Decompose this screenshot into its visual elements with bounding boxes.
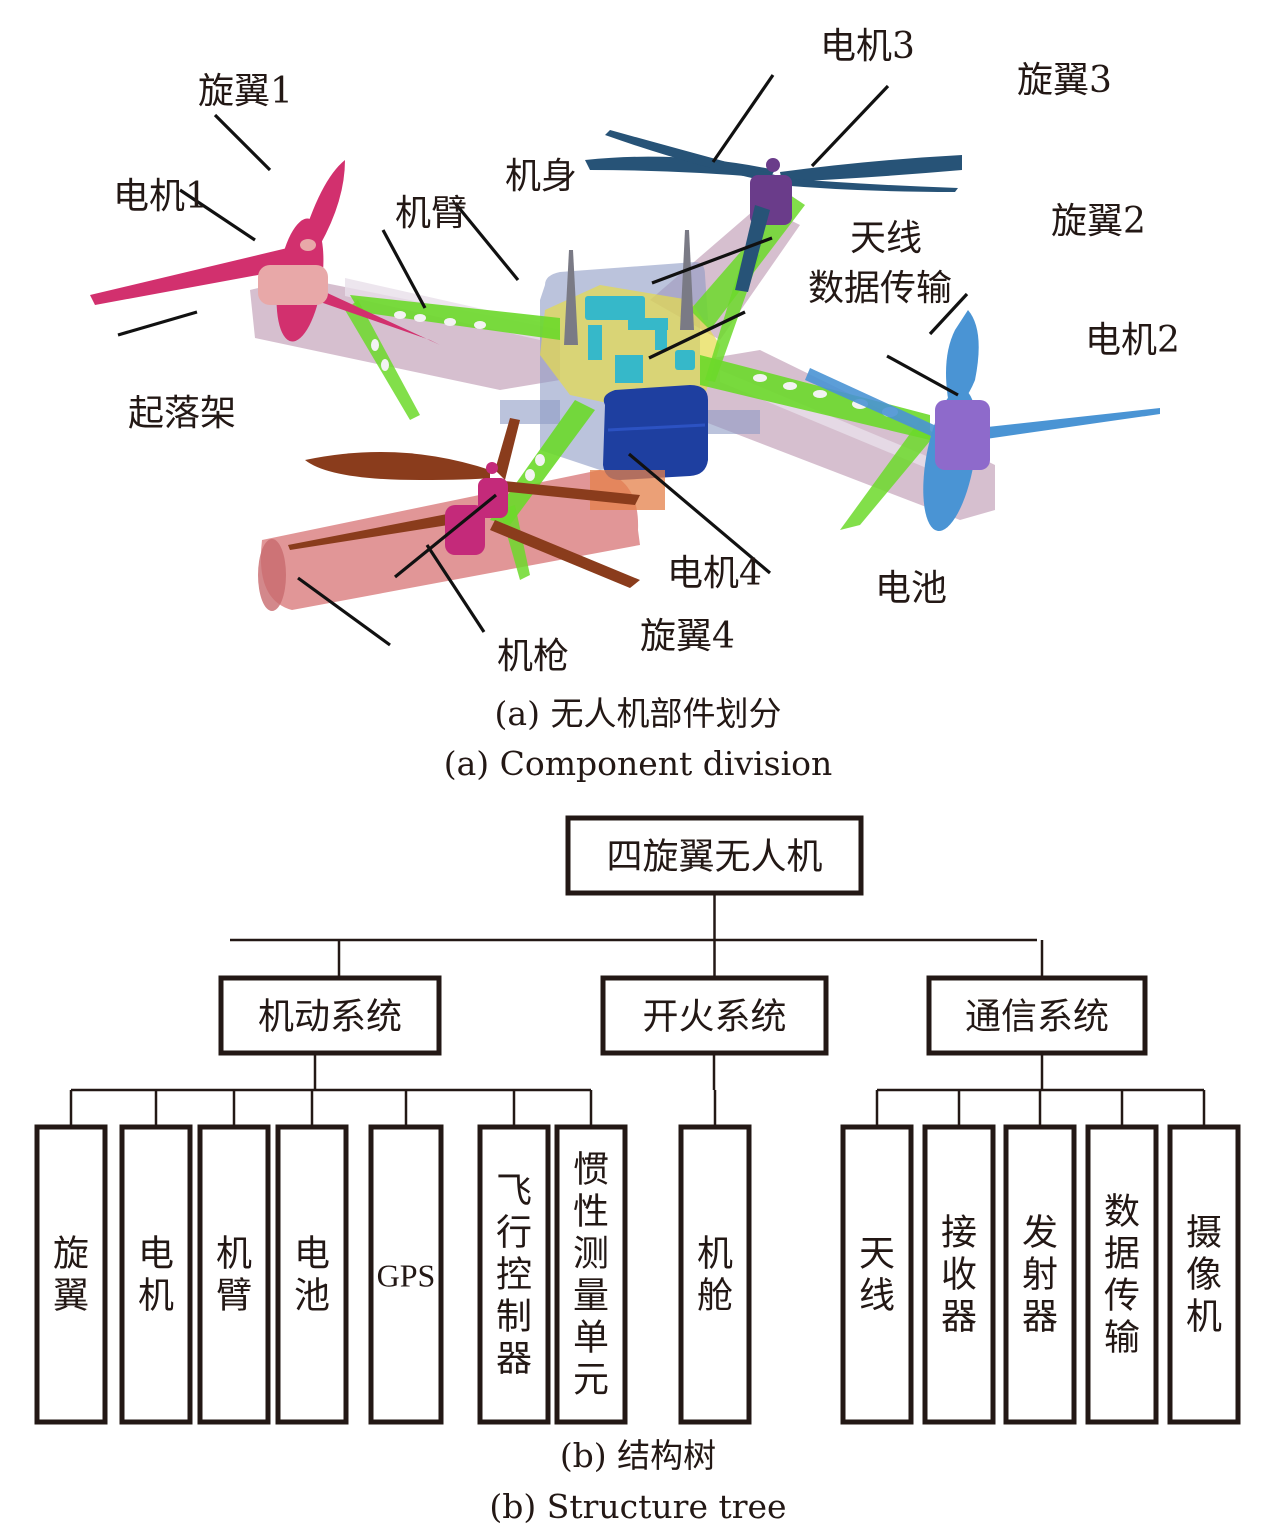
- leaf-box: [554, 1124, 628, 1425]
- tree-leaf-node: 机舱: [678, 1124, 752, 1425]
- leaf-label: 接收器: [941, 1213, 977, 1338]
- tree-leaf-node: 天线: [840, 1124, 914, 1425]
- drone-labels: 旋翼1 电机1 机臂 机身 电机3 旋翼3 天线 数据传输 旋翼2 电机2 起落…: [113, 26, 1180, 677]
- tree-root-label: 四旋翼无人机: [606, 837, 822, 878]
- rotor-1-shape: [90, 160, 440, 345]
- tree-leaf-node: 数据传输: [1085, 1124, 1159, 1425]
- label-rotor-4: 旋翼4: [640, 616, 735, 657]
- drone-illustration: [90, 74, 1160, 647]
- leaf-label: 飞行控制器: [496, 1171, 532, 1380]
- leaf-box: [678, 1124, 752, 1425]
- leaf-label: 数据传输: [1104, 1192, 1140, 1359]
- leaf-label: 机舱: [697, 1234, 733, 1317]
- tree-leaf-node: 电机: [119, 1124, 193, 1425]
- system-label: 机动系统: [258, 997, 402, 1038]
- tree-leaf-node: 电池: [275, 1124, 349, 1425]
- label-battery: 电池: [875, 568, 947, 609]
- tree-leaf-node: GPS: [368, 1124, 444, 1425]
- leaf-box: [34, 1124, 108, 1425]
- system-box: [600, 975, 829, 1056]
- label-motor-4: 电机4: [667, 553, 762, 594]
- electronics-shapes: [585, 296, 695, 383]
- caption-b-en: (b) Structure tree: [489, 1487, 786, 1526]
- label-antenna: 天线: [850, 218, 922, 259]
- leaf-box: [1167, 1124, 1241, 1425]
- leaf-label: 旋翼: [53, 1234, 89, 1317]
- caption-b-cn: (b) 结构树: [560, 1436, 716, 1475]
- leaf-label: 发射器: [1022, 1213, 1058, 1338]
- leaf-label: GPS: [377, 1258, 436, 1294]
- tree-system-node: 机动系统: [218, 975, 442, 1056]
- leaf-box: [197, 1124, 271, 1425]
- tree-leaf-node: 飞行控制器: [477, 1124, 551, 1425]
- leaf-box: [119, 1124, 193, 1425]
- tree-leaf-node: 接收器: [922, 1124, 996, 1425]
- system-box: [926, 975, 1148, 1056]
- antenna-shapes: [564, 230, 694, 345]
- leaf-box: [922, 1124, 996, 1425]
- leaf-box: [275, 1124, 349, 1425]
- rotor-3-shape: [585, 130, 962, 292]
- caption-a-en: (a) Component division: [444, 744, 833, 783]
- motor-1-shape: [258, 239, 328, 305]
- label-body: 机身: [505, 156, 577, 197]
- leaf-box: [368, 1124, 444, 1425]
- label-data-transmission: 数据传输: [808, 268, 952, 309]
- leaf-label: 惯性测量单元: [573, 1150, 609, 1401]
- label-landing-gear: 起落架: [128, 393, 236, 434]
- leaf-box: [477, 1124, 551, 1425]
- leaf-box: [1003, 1124, 1077, 1425]
- label-machine-gun: 机枪: [497, 636, 569, 677]
- label-arm: 机臂: [395, 193, 467, 234]
- system-label: 通信系统: [965, 997, 1109, 1038]
- rotor-4-shape: [288, 418, 640, 588]
- tree-leaf-node: 摄像机: [1167, 1124, 1241, 1425]
- leaf-box: [840, 1124, 914, 1425]
- leaf-label: 机臂: [216, 1234, 252, 1317]
- label-rotor-2: 旋翼2: [1051, 201, 1146, 242]
- label-motor-3: 电机3: [820, 26, 915, 67]
- label-rotor-3: 旋翼3: [1017, 60, 1112, 101]
- motor-2-shape: [935, 400, 990, 470]
- tree-leaf-node: 发射器: [1003, 1124, 1077, 1425]
- leaf-box: [1085, 1124, 1159, 1425]
- leaf-label: 天线: [859, 1234, 895, 1317]
- leaf-label: 电池: [294, 1234, 330, 1317]
- tree-system-node: 开火系统: [600, 975, 829, 1056]
- system-label: 开火系统: [642, 997, 786, 1038]
- label-rotor-1: 旋翼1: [198, 71, 293, 112]
- motor-4-shape: [445, 462, 508, 555]
- label-motor-2: 电机2: [1085, 320, 1180, 361]
- caption-a-cn: (a) 无人机部件划分: [495, 694, 782, 733]
- tree-leaf-node: 惯性测量单元: [554, 1124, 628, 1425]
- tree-leaf-node: 旋翼: [34, 1124, 108, 1425]
- label-motor-1: 电机1: [113, 176, 208, 217]
- leaf-label: 电机: [138, 1234, 174, 1317]
- leader-lines: [117, 74, 969, 647]
- rotor-2-shape: [805, 310, 1160, 532]
- battery-shape: [590, 385, 708, 510]
- tree-system-node: 通信系统: [926, 975, 1148, 1056]
- system-box: [218, 975, 442, 1056]
- tree-leaf-node: 机臂: [197, 1124, 271, 1425]
- leaf-label: 摄像机: [1186, 1213, 1222, 1338]
